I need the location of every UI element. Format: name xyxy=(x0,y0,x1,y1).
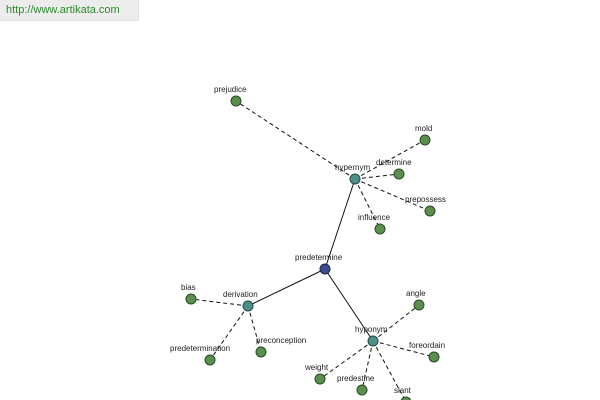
node-hypernym[interactable]: hypernym xyxy=(335,163,370,185)
edge-hypernym-influence xyxy=(354,178,381,230)
node-label-preconception: preconception xyxy=(256,336,306,345)
node-marker-preconception[interactable] xyxy=(255,346,267,358)
node-label-predetermine: predetermine xyxy=(295,253,343,262)
edge-hypernym-determine xyxy=(354,173,400,180)
edge-hypernym-prejudice xyxy=(235,100,356,180)
edge-predetermine-hypernym xyxy=(324,178,356,270)
node-derivation[interactable]: derivation xyxy=(223,290,258,312)
node-label-weight: weight xyxy=(304,363,329,372)
edge-hypernym-mold xyxy=(354,139,426,180)
node-label-foreordain: foreordain xyxy=(409,341,445,350)
node-label-predetermination: predetermination xyxy=(170,344,230,353)
node-foreordain[interactable]: foreordain xyxy=(409,341,445,363)
node-marker-slant[interactable] xyxy=(400,396,412,400)
node-marker-mold[interactable] xyxy=(419,134,431,146)
node-label-bias: bias xyxy=(181,283,196,292)
edge-hyponym-predestine xyxy=(361,340,374,391)
edge-derivation-bias xyxy=(190,298,249,307)
node-marker-derivation[interactable] xyxy=(242,300,254,312)
node-determine[interactable]: determine xyxy=(376,158,412,180)
node-label-influence: influence xyxy=(358,213,391,222)
node-marker-determine[interactable] xyxy=(393,168,405,180)
node-label-derivation: derivation xyxy=(223,290,258,299)
node-marker-predetermine[interactable] xyxy=(319,263,331,275)
node-marker-bias[interactable] xyxy=(185,293,197,305)
node-marker-hyponym[interactable] xyxy=(367,335,379,347)
nodes-layer: predetermine hypernym derivation hyponym pre… xyxy=(170,85,446,400)
node-marker-weight[interactable] xyxy=(314,373,326,385)
node-angle[interactable]: angle xyxy=(406,289,426,311)
node-predetermine[interactable]: predetermine xyxy=(295,253,343,275)
node-label-hypernym: hypernym xyxy=(335,163,370,172)
node-label-mold: mold xyxy=(415,124,432,133)
edge-hyponym-slant xyxy=(372,340,406,400)
node-bias[interactable]: bias xyxy=(181,283,197,305)
node-influence[interactable]: influence xyxy=(358,213,391,235)
node-marker-prejudice[interactable] xyxy=(230,95,242,107)
node-prepossess[interactable]: prepossess xyxy=(405,195,446,217)
node-marker-angle[interactable] xyxy=(413,299,425,311)
node-preconception[interactable]: preconception xyxy=(255,336,306,358)
node-mold[interactable]: mold xyxy=(415,124,432,146)
node-label-prejudice: prejudice xyxy=(214,85,247,94)
node-label-angle: angle xyxy=(406,289,426,298)
edge-hyponym-foreordain xyxy=(372,340,435,358)
node-hyponym[interactable]: hyponym xyxy=(355,325,388,347)
node-weight[interactable]: weight xyxy=(304,363,329,385)
node-label-slant: slant xyxy=(394,386,412,395)
edge-derivation-preconception xyxy=(247,305,262,353)
node-label-hyponym: hyponym xyxy=(355,325,388,334)
edges-layer xyxy=(190,100,435,400)
url-banner: http://www.artikata.com xyxy=(0,0,139,21)
edge-hyponym-angle xyxy=(372,304,420,342)
node-marker-prepossess[interactable] xyxy=(424,205,436,217)
node-slant[interactable]: slant xyxy=(394,386,412,400)
node-label-determine: determine xyxy=(376,158,412,167)
node-label-prepossess: prepossess xyxy=(405,195,446,204)
edge-hyponym-weight xyxy=(319,340,374,380)
node-marker-predetermination[interactable] xyxy=(204,354,216,366)
node-prejudice[interactable]: prejudice xyxy=(214,85,247,107)
edge-predetermine-derivation xyxy=(247,268,326,307)
node-marker-influence[interactable] xyxy=(374,223,386,235)
node-marker-hypernym[interactable] xyxy=(349,173,361,185)
site-url-link[interactable]: http://www.artikata.com xyxy=(6,4,120,16)
node-marker-predestine[interactable] xyxy=(356,384,368,396)
node-marker-foreordain[interactable] xyxy=(428,351,440,363)
edge-predetermine-hyponym xyxy=(324,268,374,342)
node-label-predestine: predestine xyxy=(337,374,375,383)
node-predetermination[interactable]: predetermination xyxy=(170,344,230,366)
node-predestine[interactable]: predestine xyxy=(337,374,375,396)
